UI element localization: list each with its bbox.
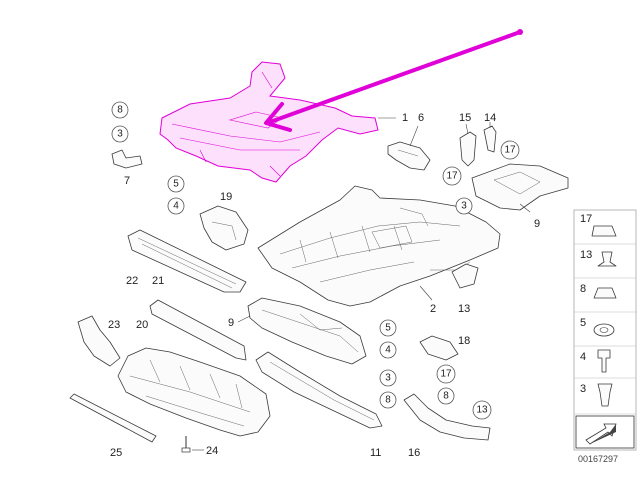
- legend-13: 13: [580, 249, 592, 261]
- legend-4: 4: [580, 351, 586, 363]
- legend-17: 17: [580, 213, 592, 225]
- part-25-rod[interactable]: [69, 393, 157, 443]
- label-15: 15: [459, 112, 471, 124]
- circle-ref-8a: 8: [111, 101, 129, 119]
- part-21-strip[interactable]: [149, 299, 247, 361]
- circle-ref-13: 13: [472, 400, 492, 420]
- circle-ref-4a: 4: [167, 197, 185, 215]
- label-9: 9: [228, 317, 234, 329]
- label-24: 24: [206, 445, 218, 457]
- svg-text:4: 4: [173, 201, 179, 212]
- label-2: 2: [430, 303, 436, 315]
- circle-ref-3a: 3: [111, 125, 129, 143]
- nut-8-icon: [593, 287, 617, 299]
- label-18: 18: [458, 335, 470, 347]
- circle-ref-17c: 17: [436, 364, 456, 384]
- svg-text:3: 3: [385, 373, 391, 384]
- part-7-clip[interactable]: [111, 149, 143, 169]
- legend-3: 3: [580, 383, 586, 395]
- label-10: 9: [534, 218, 540, 230]
- label-7: 7: [124, 175, 130, 187]
- svg-text:13: 13: [476, 405, 488, 416]
- part-22-duct[interactable]: [127, 229, 247, 293]
- label-19: 19: [220, 191, 232, 203]
- legend-5: 5: [580, 317, 586, 329]
- svg-text:4: 4: [385, 345, 391, 356]
- svg-text:8: 8: [385, 395, 391, 406]
- svg-text:17: 17: [446, 171, 458, 182]
- grommet-13-icon: [597, 251, 617, 267]
- svg-text:5: 5: [173, 179, 179, 190]
- svg-text:17: 17: [440, 369, 452, 380]
- part-6-bracket[interactable]: [387, 141, 431, 171]
- part-23-deflector[interactable]: [77, 315, 121, 367]
- circle-ref-5a: 5: [167, 175, 185, 193]
- document-number: 00167297: [578, 454, 618, 464]
- label-20: 20: [136, 319, 148, 331]
- circle-ref-17a: 17: [500, 140, 520, 160]
- part-15-bracket[interactable]: [459, 131, 477, 167]
- label-22: 22: [126, 275, 138, 287]
- label-1: 1: [402, 112, 408, 124]
- circle-ref-5b: 5: [379, 319, 397, 337]
- circle-ref-4b: 4: [379, 341, 397, 359]
- part-19-bracket[interactable]: [199, 205, 249, 251]
- svg-text:3: 3: [117, 129, 123, 140]
- svg-text:17: 17: [504, 145, 516, 156]
- legend-8: 8: [580, 283, 586, 295]
- svg-text:8: 8: [443, 391, 449, 402]
- circle-ref-8c: 8: [379, 391, 397, 409]
- screw-4-icon: [597, 349, 611, 373]
- circle-ref-3c: 3: [379, 369, 397, 387]
- label-11: 11: [370, 447, 381, 459]
- part-9-shield[interactable]: [247, 297, 367, 365]
- part-16-arc[interactable]: [403, 393, 491, 441]
- part-24-screw[interactable]: [181, 436, 191, 453]
- label-25: 25: [110, 447, 122, 459]
- label-16: 16: [408, 447, 420, 459]
- circle-ref-8b: 8: [437, 387, 455, 405]
- part-11-strip[interactable]: [255, 351, 383, 429]
- label-12: 13: [458, 303, 470, 315]
- fastener-legend: 17 13 8 5 4 3: [573, 209, 637, 451]
- clip-17-icon: [591, 225, 617, 237]
- part-10-panel[interactable]: [471, 163, 569, 211]
- label-21: 21: [152, 275, 164, 287]
- label-14: 14: [484, 112, 496, 124]
- part-14-bracket[interactable]: [483, 125, 497, 153]
- expansion-rivet-3-icon: [597, 383, 613, 407]
- circle-ref-17b: 17: [442, 166, 462, 186]
- svg-text:3: 3: [461, 201, 467, 212]
- highlight-arrow: [264, 29, 523, 132]
- svg-text:5: 5: [385, 323, 391, 334]
- part-18-bracket[interactable]: [419, 335, 459, 361]
- circle-ref-3b: 3: [455, 197, 473, 215]
- part-20-shield[interactable]: [117, 347, 271, 437]
- part-12-cap[interactable]: [451, 263, 479, 289]
- label-6: 6: [418, 112, 424, 124]
- label-23: 23: [108, 319, 120, 331]
- svg-text:8: 8: [117, 105, 123, 116]
